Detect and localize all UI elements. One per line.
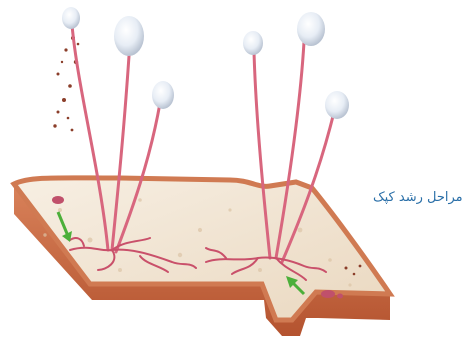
sporangia-left xyxy=(62,7,174,109)
sporangia-right xyxy=(243,12,349,119)
sporangium xyxy=(297,12,325,46)
bread-slice xyxy=(14,178,390,336)
diagram-caption: مراحل رشد کپک xyxy=(373,190,467,205)
sporangium xyxy=(152,81,174,109)
sporangium xyxy=(325,91,349,119)
sporangium xyxy=(243,31,263,55)
sporangium xyxy=(62,7,80,29)
sporangium xyxy=(114,16,144,56)
